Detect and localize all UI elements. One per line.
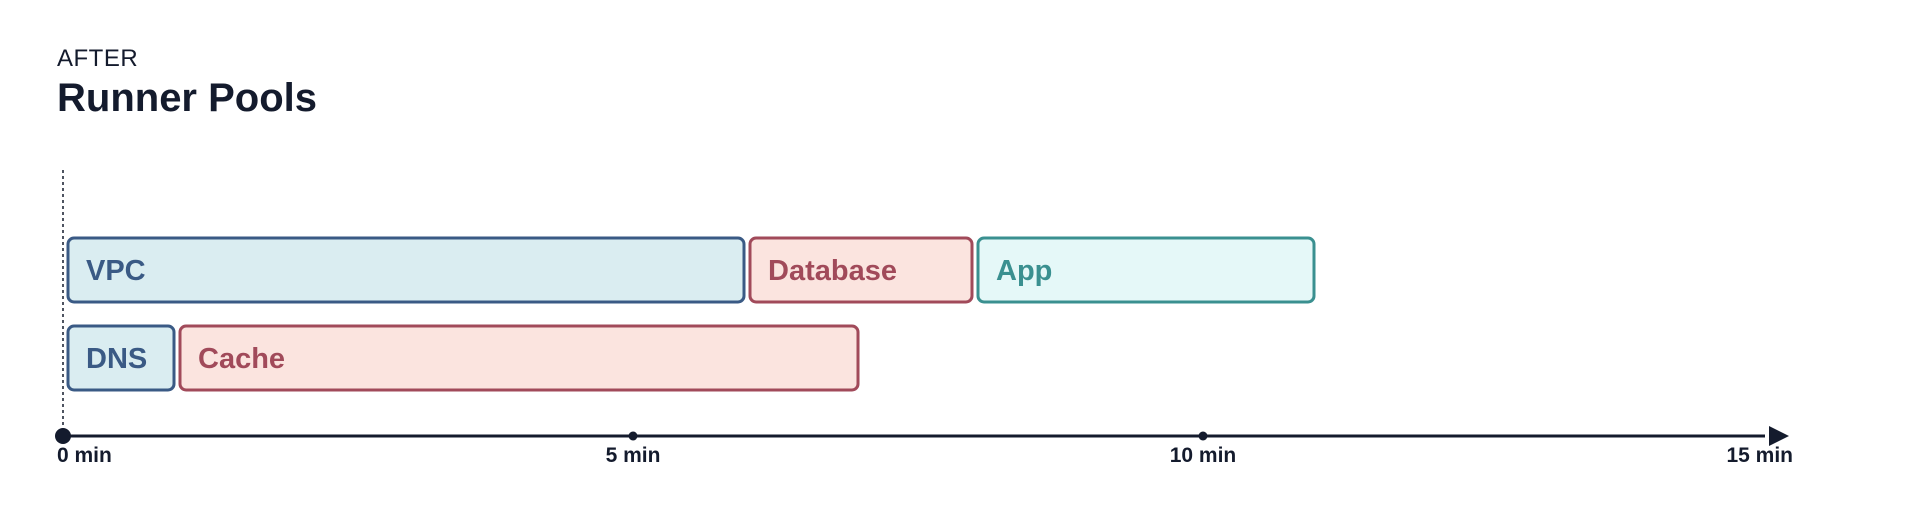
axis-tick-label: 10 min	[1170, 444, 1237, 467]
task-label-vpc: VPC	[86, 255, 146, 287]
axis-origin-dot	[55, 428, 71, 444]
task-bar-database	[748, 236, 974, 304]
task-label-database: Database	[768, 255, 897, 287]
axis-tick-label: 0 min	[57, 444, 112, 467]
axis-arrow-icon	[1769, 426, 1789, 446]
axis-tick-label: 5 min	[606, 444, 661, 467]
axis-tick-dot	[628, 431, 638, 441]
task-bar-vpc	[66, 236, 746, 304]
task-label-dns: DNS	[86, 343, 147, 375]
task-label-app: App	[996, 255, 1052, 287]
task-bar-cache	[178, 324, 860, 392]
eyebrow-label: AFTER	[57, 45, 139, 72]
task-bar-dns	[66, 324, 176, 392]
page-title: Runner Pools	[57, 76, 318, 120]
task-bar-app	[976, 236, 1316, 304]
axis-tick-label: 15 min	[1726, 444, 1793, 467]
axis-tick-dot	[1198, 431, 1208, 441]
task-label-cache: Cache	[198, 343, 285, 375]
